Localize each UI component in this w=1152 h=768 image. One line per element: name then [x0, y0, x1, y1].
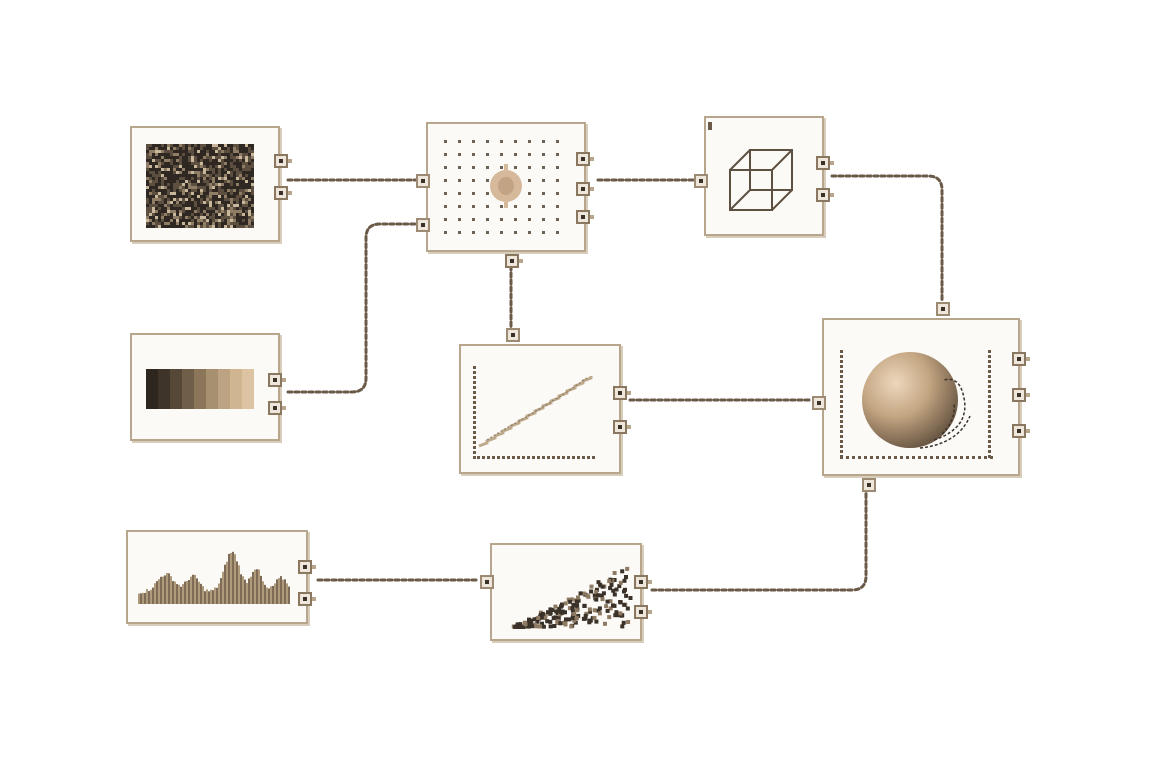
- output-port[interactable]: [268, 401, 286, 415]
- output-port[interactable]: [816, 156, 834, 170]
- input-port[interactable]: [506, 328, 520, 342]
- scatter-icon: [511, 566, 633, 629]
- input-port[interactable]: [480, 575, 494, 589]
- output-port[interactable]: [613, 420, 631, 434]
- output-port[interactable]: [576, 210, 594, 224]
- input-port[interactable]: [416, 218, 430, 232]
- node-gradient-ramp[interactable]: [130, 333, 286, 441]
- output-port[interactable]: [1012, 352, 1030, 366]
- input-port[interactable]: [862, 478, 876, 492]
- output-port[interactable]: [268, 373, 286, 387]
- wire-cube-to-sphere[interactable]: [830, 174, 944, 304]
- input-port[interactable]: [936, 302, 950, 316]
- output-port[interactable]: [298, 560, 316, 574]
- output-port[interactable]: [1012, 424, 1030, 438]
- cube-icon: [708, 122, 793, 211]
- input-port[interactable]: [416, 174, 430, 188]
- output-port[interactable]: [634, 605, 652, 619]
- output-port[interactable]: [613, 386, 631, 400]
- node-scatter[interactable]: [480, 543, 652, 641]
- output-port[interactable]: [274, 154, 292, 168]
- wire-gradient-to-grid[interactable]: [286, 222, 422, 394]
- gradient-swatch-icon: [146, 369, 254, 409]
- noise-icon: [146, 144, 254, 228]
- output-port[interactable]: [298, 592, 316, 606]
- waveform-icon: [138, 551, 290, 604]
- node-particle-grid[interactable]: [416, 122, 594, 268]
- dot-grid-icon: [444, 140, 559, 234]
- sphere-icon: [840, 350, 993, 459]
- line-graph-icon: [473, 366, 595, 459]
- node-sphere-render[interactable]: [812, 302, 1030, 492]
- output-port[interactable]: [505, 254, 523, 268]
- node-line-graph[interactable]: [459, 328, 631, 474]
- output-port[interactable]: [576, 182, 594, 196]
- node-wireframe-cube[interactable]: [694, 116, 834, 236]
- output-port[interactable]: [576, 152, 594, 166]
- node-noise-texture[interactable]: [130, 126, 292, 242]
- output-port[interactable]: [274, 186, 292, 200]
- node-waveform[interactable]: [126, 530, 316, 624]
- output-port[interactable]: [816, 188, 834, 202]
- output-port[interactable]: [634, 575, 652, 589]
- wire-scatter-to-sphere[interactable]: [650, 486, 868, 592]
- input-port[interactable]: [812, 396, 826, 410]
- output-port[interactable]: [1012, 388, 1030, 402]
- input-port[interactable]: [694, 174, 708, 188]
